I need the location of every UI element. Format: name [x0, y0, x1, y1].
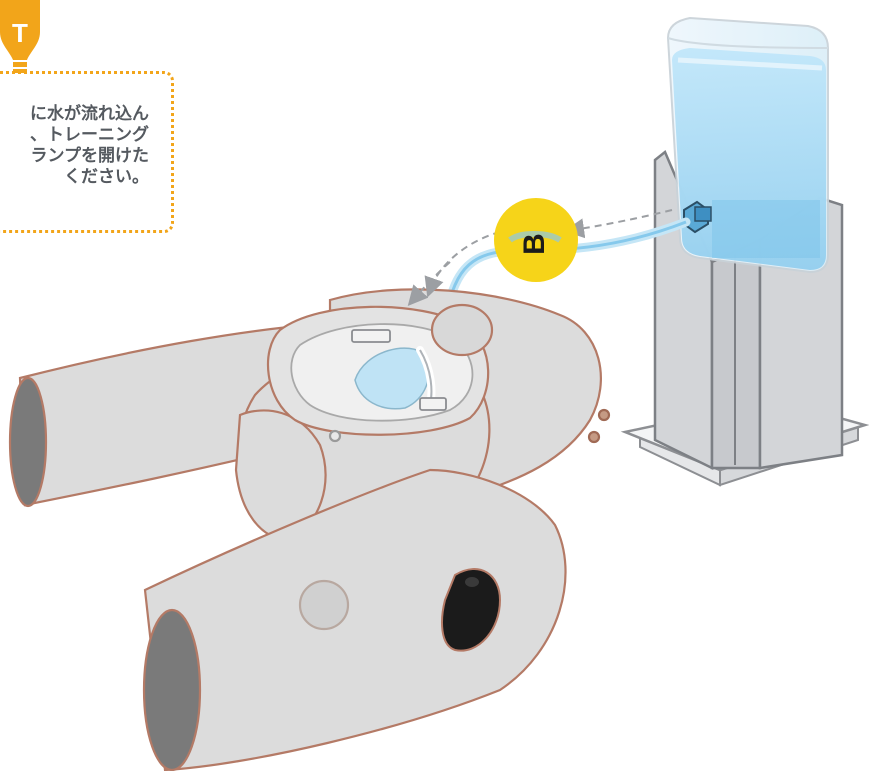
tip-line-4: ください。 — [30, 167, 149, 188]
step-b-label: B — [518, 233, 551, 255]
lightbulb-icon: T — [0, 0, 40, 73]
tip-line-3: ランプを開けた — [30, 146, 149, 167]
tip-line-1: に水が流れ込ん — [30, 104, 149, 125]
tip-icon-letter: T — [12, 18, 28, 48]
manikin-pelvis — [10, 289, 609, 770]
tip-text: に水が流れ込ん 、トレーニング ランプを開けた ください。 — [30, 104, 149, 188]
tip-callout: に水が流れ込ん 、トレーニング ランプを開けた ください。 — [0, 71, 174, 233]
tip-line-2: 、トレーニング — [30, 125, 149, 146]
water-tank — [668, 18, 828, 272]
step-b-marker: B — [494, 198, 578, 282]
